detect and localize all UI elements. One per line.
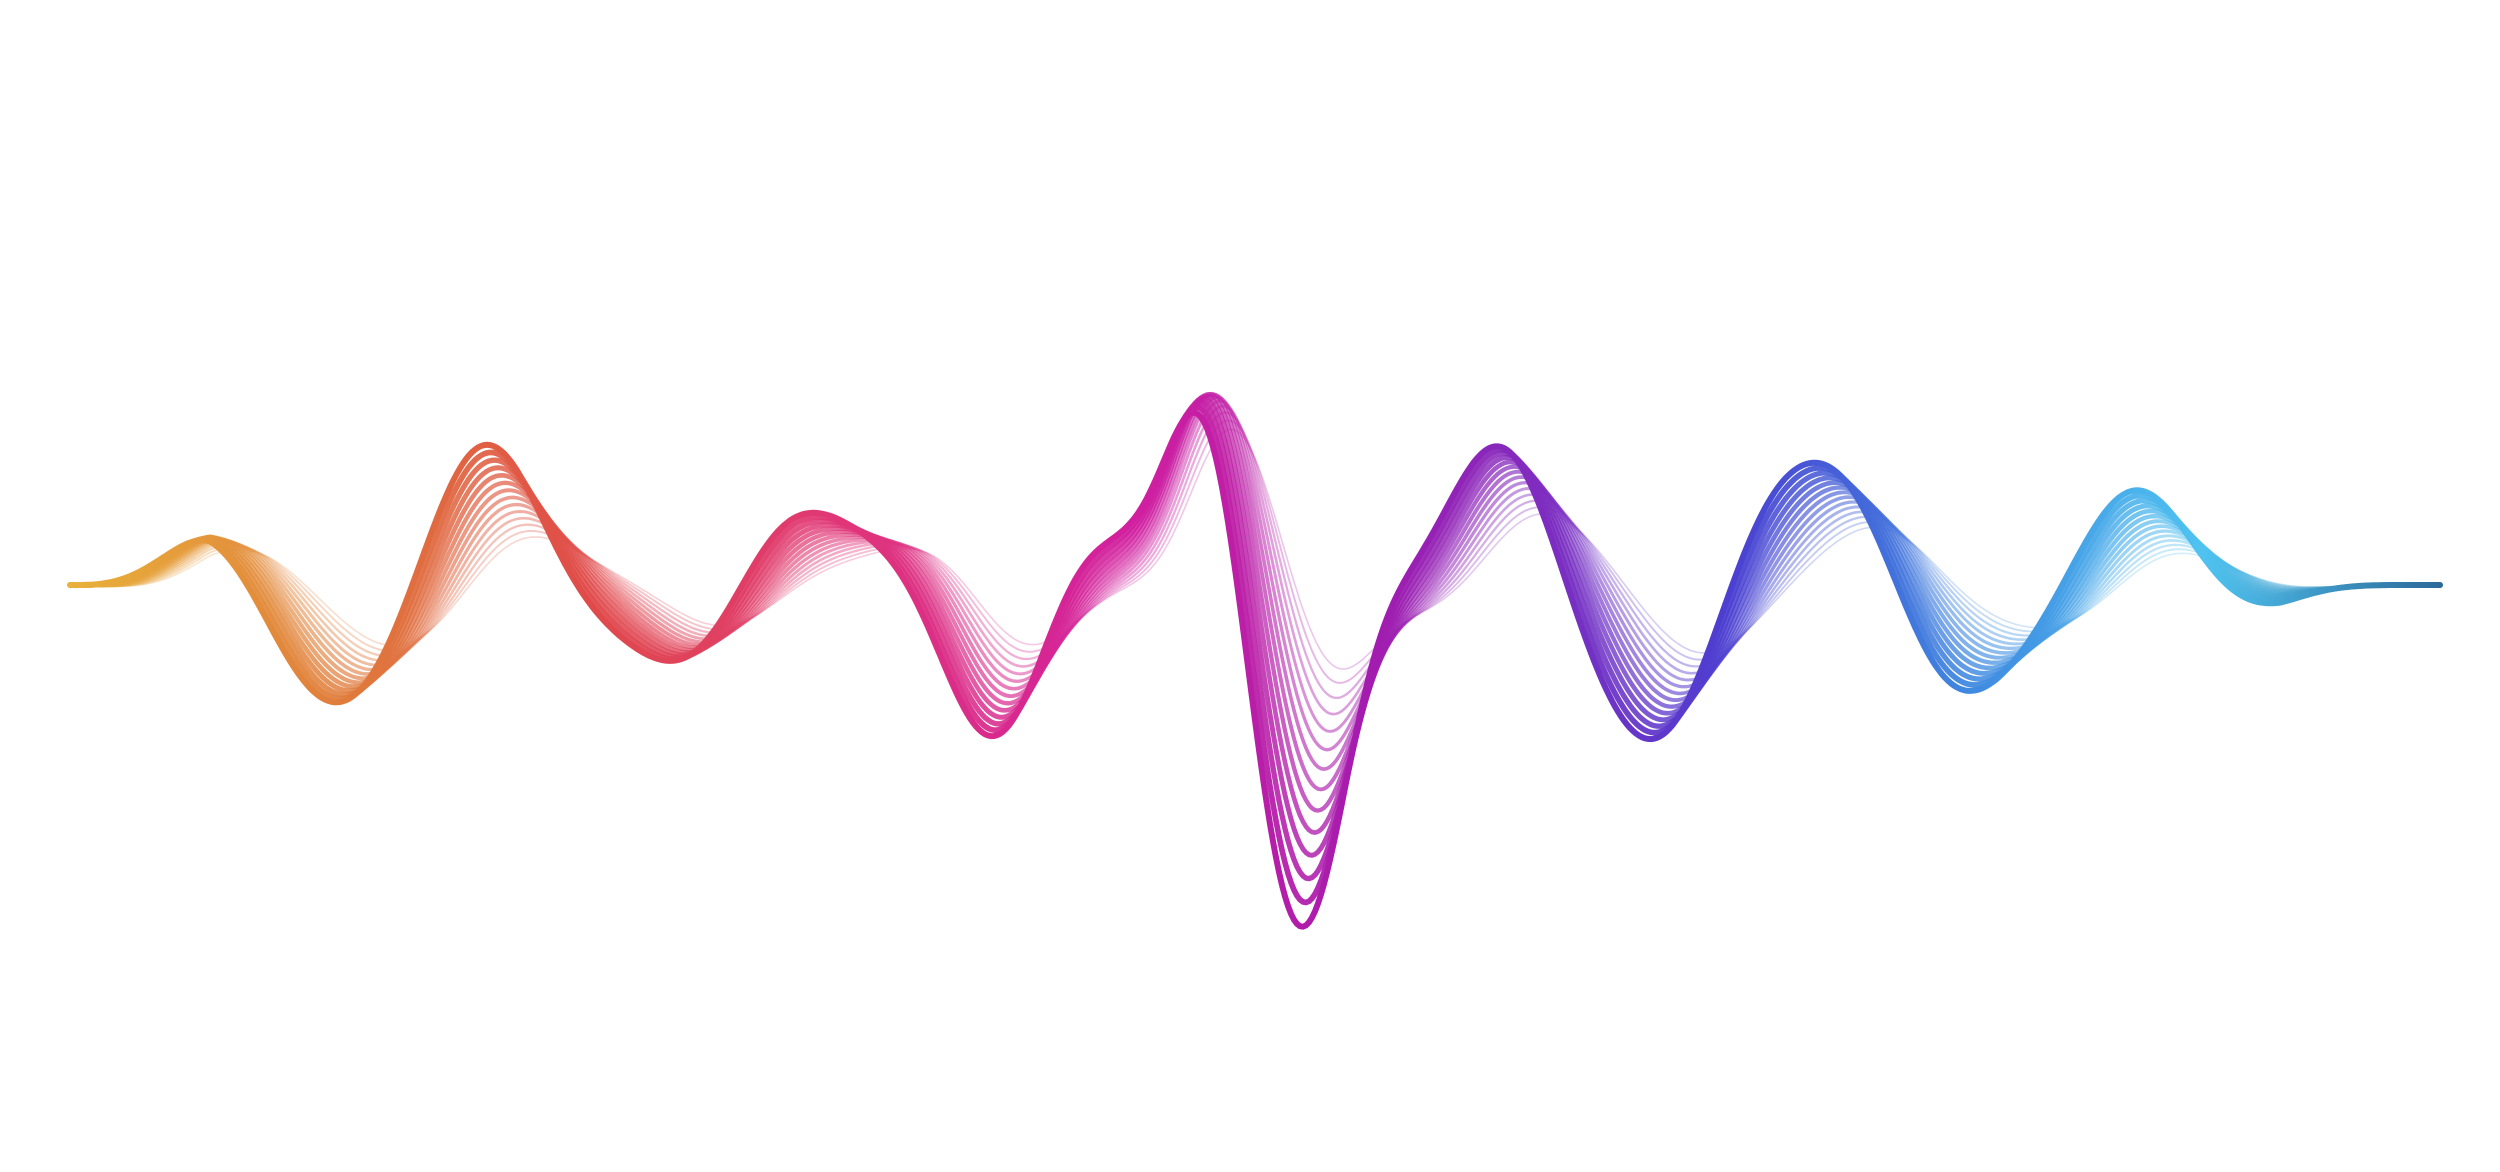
wave-line xyxy=(67,404,2443,906)
wave-line xyxy=(67,409,2443,930)
wave-lines xyxy=(67,391,2443,930)
